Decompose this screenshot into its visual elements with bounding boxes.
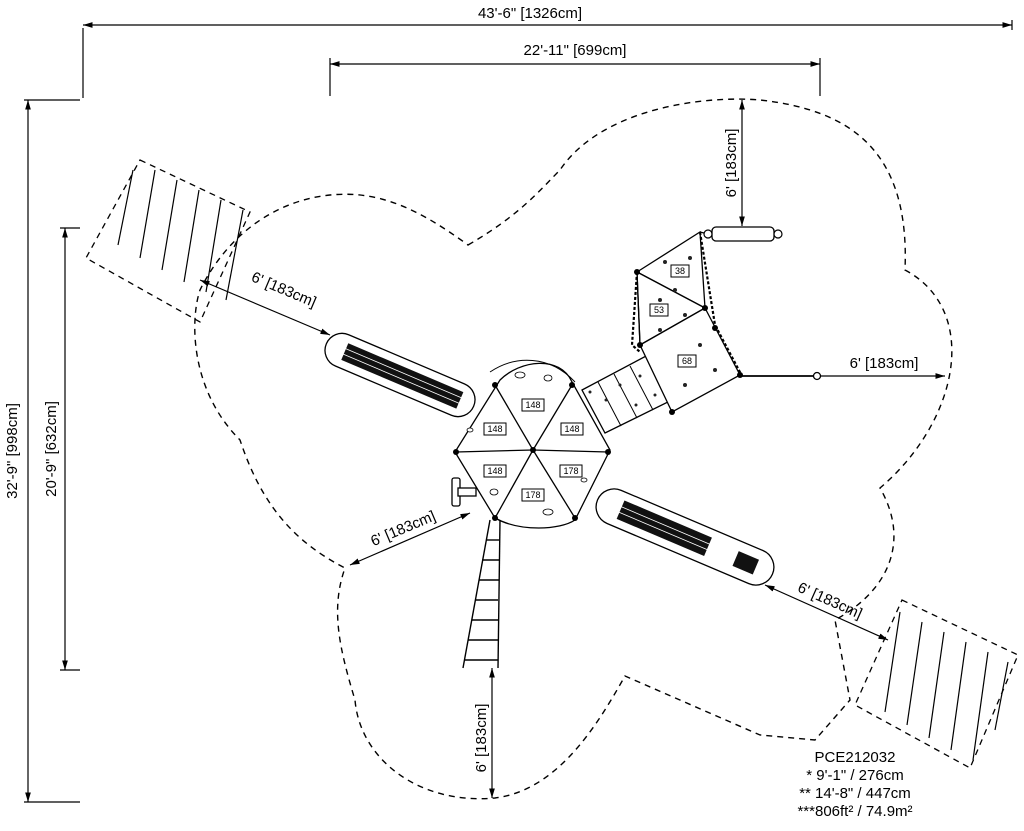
inner-depth-dimension: 20'-9" [632cm]	[43, 227, 80, 671]
hand-rail	[451, 477, 477, 507]
area-note: ***806ft² / 74.9m²	[797, 803, 913, 820]
inner-depth-label: 20'-9" [632cm]	[43, 401, 60, 497]
slide-exit-zone-lower-right	[854, 599, 1019, 769]
deck-height-38: 38	[675, 266, 685, 276]
clearance-bottom-label: 6' [183cm]	[473, 704, 490, 773]
clearance-lower-right-label: 6' [183cm]	[795, 579, 865, 622]
deck-height-148-top: 148	[525, 400, 540, 410]
climbing-structure-right: 38 53 68	[630, 226, 822, 415]
overall-depth-dimension: 32'-9" [998cm]	[4, 99, 80, 803]
clearance-top: 6' [183cm]	[723, 100, 745, 226]
clearance-top-label: 6' [183cm]	[723, 129, 740, 198]
deck-height-68: 68	[682, 356, 692, 366]
deck-height-53: 53	[654, 305, 664, 315]
inner-width-dimension: 22'-11" [699cm]	[329, 42, 821, 96]
clearance-lower-left-label: 6' [183cm]	[368, 508, 438, 551]
slide-lower-right	[595, 488, 775, 586]
climbing-ladder	[462, 519, 501, 669]
central-hub: 148 148 148 148 178 178	[453, 359, 611, 529]
clearance-right: 6' [183cm]	[820, 355, 945, 379]
slide-exit-zone-upper-left	[85, 159, 251, 323]
clearance-right-label: 6' [183cm]	[850, 355, 919, 372]
slide-upper-left	[324, 332, 476, 418]
clearance-lower-left: 6' [183cm]	[349, 508, 471, 566]
deck-height-148-upper-left: 148	[487, 424, 502, 434]
model-number: PCE212032	[814, 749, 896, 766]
fall-height-note: * 9'-1" / 276cm	[806, 767, 904, 784]
deck-height-148-upper-right: 148	[564, 424, 579, 434]
inner-width-label: 22'-11" [699cm]	[524, 42, 627, 59]
clearance-bottom: 6' [183cm]	[473, 668, 495, 798]
deck-height-148-lower-left: 148	[487, 466, 502, 476]
deck-height-178-lower-right: 178	[563, 466, 578, 476]
overall-depth-label: 32'-9" [998cm]	[4, 403, 21, 499]
overall-width-dimension: 43'-6" [1326cm]	[82, 4, 1013, 98]
footer-notes: PCE212032 * 9'-1" / 276cm ** 14'-8" / 44…	[770, 749, 940, 821]
clearance-upper-left: 6' [183cm]	[199, 269, 331, 336]
swing-seat	[703, 226, 783, 242]
use-zone-outline	[194, 98, 953, 800]
overall-width-label: 43'-6" [1326cm]	[478, 5, 582, 22]
deck-height-178-bottom: 178	[525, 490, 540, 500]
clearance-lower-right: 6' [183cm]	[764, 579, 889, 641]
height-note: ** 14'-8" / 447cm	[799, 785, 911, 802]
